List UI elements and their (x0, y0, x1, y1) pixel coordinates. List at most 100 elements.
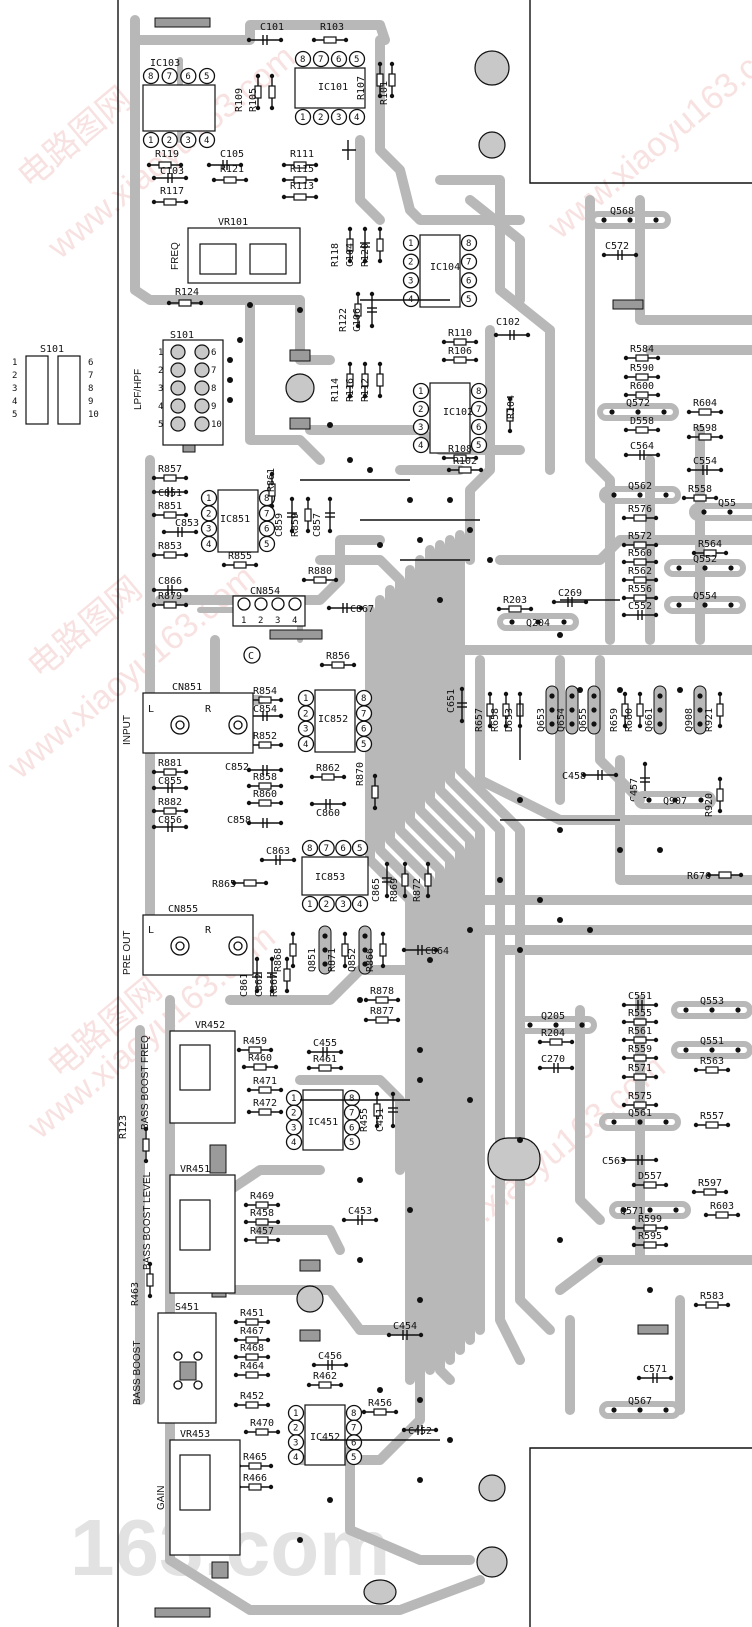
part-label: R575 (628, 1091, 652, 1102)
part-label: R106 (448, 346, 472, 357)
part-label: R855 (228, 551, 252, 562)
part-r459: R459 (236, 1036, 274, 1054)
ic451-pin (285, 1133, 303, 1151)
ic851-pin-number: 3 (206, 525, 211, 535)
cn854-pin-number: 4 (292, 616, 297, 626)
part-r868: R868 (273, 931, 297, 972)
part-q554: Q554 (664, 591, 746, 614)
part-label: R105 (248, 88, 259, 112)
part-r920: R920 (704, 776, 724, 817)
part-r120: R120 (360, 226, 384, 267)
part-r559: R559 (621, 1044, 659, 1062)
freq-label: FREQ (170, 242, 181, 270)
via (327, 1497, 333, 1503)
part-label: C571 (643, 1364, 667, 1375)
part-label: R463 (130, 1282, 141, 1306)
via (537, 897, 543, 903)
ic853-pin (301, 839, 319, 857)
via (557, 632, 563, 638)
mounting-slot (487, 1137, 541, 1181)
part-label: C454 (393, 1321, 417, 1332)
part-q204: Q204 (497, 613, 579, 631)
part-c554: C554 (686, 456, 724, 475)
s101-pin (170, 416, 186, 432)
part-r862: R862 (309, 763, 347, 781)
part-label: R872 (412, 878, 423, 902)
part-q907: Q907 (634, 791, 716, 809)
ic104-pin (460, 234, 478, 252)
ic451-pin-number: 3 (291, 1123, 296, 1133)
part-r597: R597 (691, 1178, 729, 1196)
ic102-pin-number: 4 (418, 441, 423, 451)
part-label: C554 (693, 456, 717, 467)
part-q553: Q553 (671, 996, 752, 1019)
part-label: R882 (158, 797, 182, 808)
ic104-pin (402, 253, 420, 270)
ic101-pin (348, 108, 366, 126)
part-label: R852 (253, 731, 277, 742)
part-r865: R865 (212, 879, 269, 890)
part-label: Q568 (610, 206, 634, 217)
part-label: R879 (158, 591, 182, 602)
pre-out-label: PRE OUT (122, 931, 133, 975)
ic101-pin-number: 3 (336, 113, 341, 123)
part-label: Q851 (307, 948, 318, 972)
part-label: R878 (370, 986, 394, 997)
bass-boost-label: BASS BOOST (132, 1341, 143, 1405)
part-label: R469 (250, 1191, 274, 1202)
part-r105: R105 (248, 73, 276, 112)
ic452-pin (287, 1448, 305, 1466)
part-label: R122 (338, 308, 349, 332)
part-r466: R466 (236, 1473, 274, 1491)
via (617, 847, 623, 853)
part-label: R572 (628, 531, 652, 542)
part-label: C563 (602, 1156, 626, 1167)
part-label: C852 (225, 762, 249, 773)
via (577, 687, 583, 693)
part-r871: R871 (327, 931, 349, 972)
part-label: R598 (693, 423, 717, 434)
part-r860: R860 (246, 789, 284, 807)
vr451: VR451 (169, 1164, 236, 1294)
part-r117: R117 (151, 186, 189, 206)
s101-pin (194, 398, 210, 414)
mounting-hole (474, 50, 510, 86)
part-label: R115 (290, 164, 314, 175)
part-r861: R861 (266, 468, 277, 509)
part-label: R468 (240, 1343, 264, 1354)
part-r561: R561 (621, 1026, 659, 1044)
cn851-l-label: L (148, 704, 154, 715)
mounting-hole (478, 131, 506, 159)
part-c552: C552 (621, 601, 659, 620)
cn854-marker: C (248, 651, 254, 662)
ic101-pin (294, 108, 312, 126)
part-label: Q562 (628, 481, 652, 492)
via (327, 422, 333, 428)
part-label: Q55 (718, 498, 736, 509)
part-label: Q572 (626, 398, 650, 409)
part-label: Q561 (628, 1108, 652, 1119)
ic103-pin (198, 67, 216, 85)
cn855-l-label: L (148, 925, 154, 936)
ic451-label: IC451 (308, 1117, 338, 1128)
ic451-pin (343, 1133, 361, 1151)
part-r556: R556 (621, 584, 659, 602)
part-r555: R555 (621, 1008, 659, 1026)
part-r452: R452 (233, 1391, 271, 1409)
part-r115: R115 (281, 164, 319, 184)
part-label: R470 (250, 1418, 274, 1429)
part-c571: C571 (636, 1364, 674, 1383)
part-r880: R880 (301, 566, 339, 584)
ic851-pin-number: 6 (264, 525, 269, 535)
legend-pin-right: 9 (88, 397, 93, 407)
part-r457: R457 (243, 1226, 281, 1244)
part-r116: R116 (345, 361, 369, 402)
vr451-label: VR451 (180, 1164, 210, 1175)
ground-pad (154, 1607, 211, 1618)
part-r878: R878 (363, 986, 401, 1004)
ic102-pin-number: 6 (476, 423, 481, 433)
part-c269: C269 (551, 588, 589, 607)
part-r866: R866 (365, 931, 387, 972)
part-r118: R118 (330, 226, 354, 267)
